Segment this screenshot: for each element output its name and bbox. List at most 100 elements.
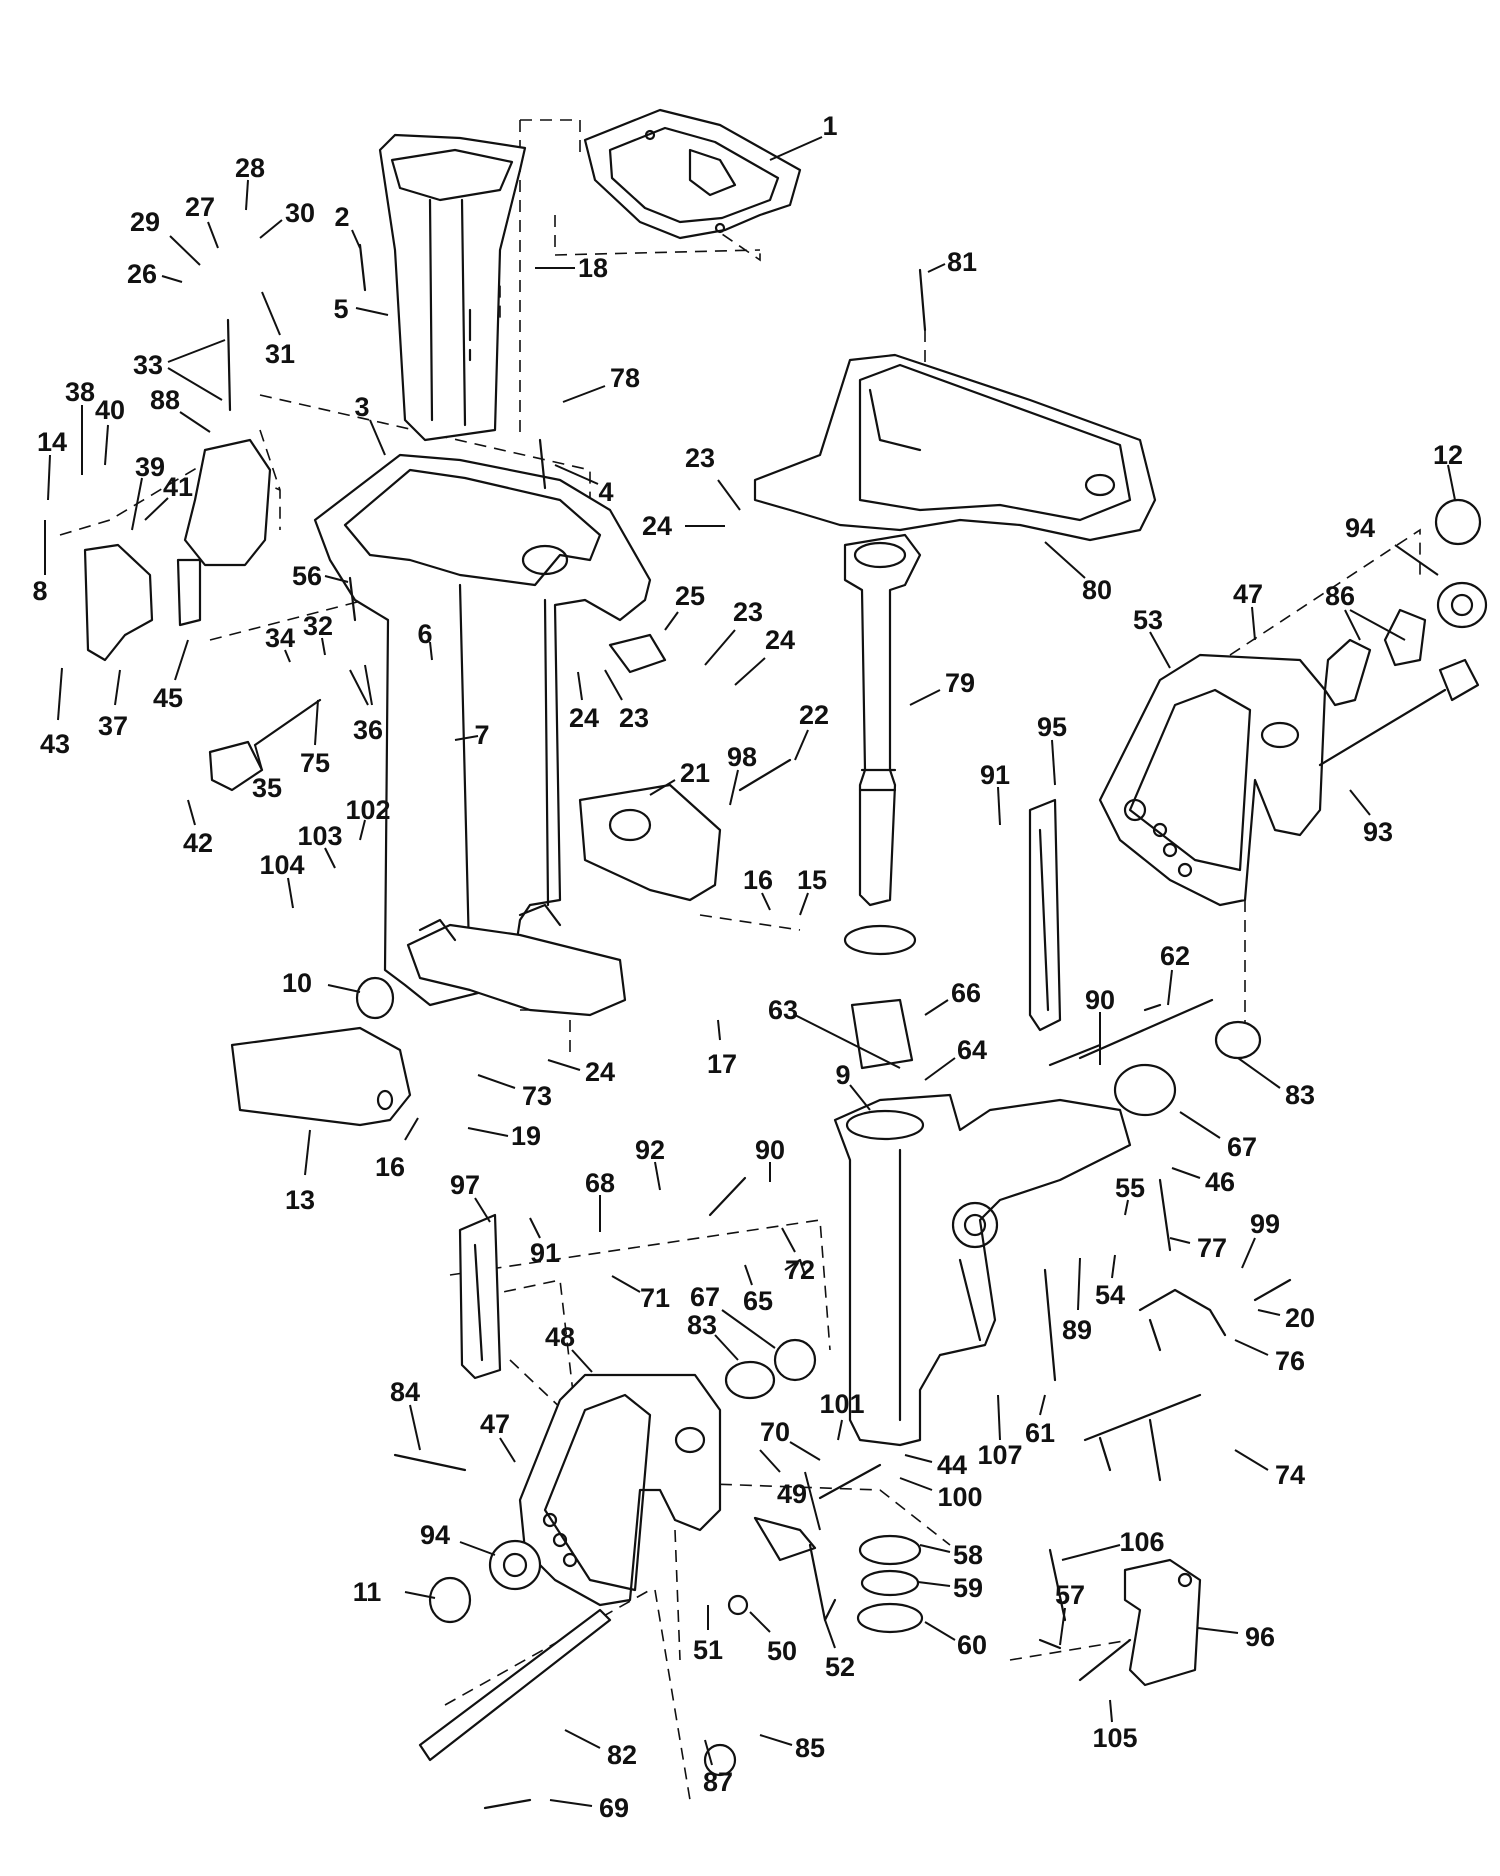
leader-line-64 bbox=[924, 1057, 956, 1081]
leader-line-1 bbox=[769, 136, 823, 161]
callout-77: 77 bbox=[1197, 1233, 1227, 1263]
callout-70: 70 bbox=[760, 1417, 790, 1447]
callout-76: 76 bbox=[1275, 1346, 1305, 1376]
leader-line-77 bbox=[1169, 1237, 1191, 1244]
callout-36: 36 bbox=[353, 715, 383, 745]
part-exhaust-housing bbox=[378, 133, 527, 442]
leader-line-100 bbox=[899, 1477, 933, 1491]
callout-13: 13 bbox=[285, 1185, 315, 1215]
callout-19: 19 bbox=[511, 1121, 541, 1151]
leader-line-106 bbox=[1061, 1544, 1121, 1561]
callout-41: 41 bbox=[163, 472, 193, 502]
callout-43: 43 bbox=[40, 729, 70, 759]
callout-8: 8 bbox=[32, 576, 47, 606]
leader-line-12 bbox=[1447, 464, 1456, 501]
leader-line-48 bbox=[571, 1349, 593, 1373]
callout-88: 88 bbox=[150, 385, 180, 415]
callout-57: 57 bbox=[1055, 1580, 1085, 1610]
callout-52: 52 bbox=[825, 1652, 855, 1682]
leader-line-91 bbox=[529, 1217, 541, 1239]
leader-line-19 bbox=[467, 1127, 509, 1137]
callout-29: 29 bbox=[130, 207, 160, 237]
part-stern-bracket-left bbox=[518, 1373, 722, 1607]
leader-line-37 bbox=[114, 669, 121, 706]
leader-line-4 bbox=[554, 464, 599, 485]
callout-25: 25 bbox=[675, 581, 705, 611]
part-plugs bbox=[355, 976, 472, 1624]
leader-line-44 bbox=[904, 1454, 933, 1463]
part-rings bbox=[724, 924, 1262, 1634]
leader-line-62 bbox=[1167, 969, 1173, 1006]
leader-line-16 bbox=[761, 892, 771, 911]
leader-line-23 bbox=[717, 479, 741, 511]
callout-3: 3 bbox=[354, 392, 369, 422]
leader-line-93 bbox=[1349, 789, 1371, 816]
part-reverse-lock bbox=[1123, 1558, 1202, 1687]
callout-61: 61 bbox=[1025, 1418, 1055, 1448]
callout-24: 24 bbox=[765, 625, 795, 655]
leader-line-69 bbox=[549, 1799, 593, 1807]
leader-line-39 bbox=[131, 477, 143, 531]
leader-line-66 bbox=[924, 999, 949, 1016]
callout-81: 81 bbox=[947, 247, 977, 277]
leader-line-7 bbox=[454, 735, 479, 741]
leader-line-79 bbox=[909, 689, 941, 706]
part-swivel-tube bbox=[843, 533, 922, 907]
part-adapter-housing bbox=[313, 453, 652, 1017]
leader-line-94 bbox=[1394, 544, 1439, 576]
leader-line-31 bbox=[261, 291, 281, 336]
leader-line-74 bbox=[1234, 1449, 1269, 1471]
callout-75: 75 bbox=[300, 748, 330, 778]
alignment-lines bbox=[59, 119, 1421, 1801]
leader-line-2 bbox=[351, 229, 361, 249]
leader-line-56 bbox=[324, 575, 349, 583]
part-bushings bbox=[1323, 608, 1427, 707]
callout-40: 40 bbox=[95, 395, 125, 425]
callout-50: 50 bbox=[767, 1636, 797, 1666]
callout-49: 49 bbox=[777, 1479, 807, 1509]
callout-26: 26 bbox=[127, 259, 157, 289]
callout-labels: 1234567891011121314151616171819202122232… bbox=[32, 111, 1463, 1823]
callout-30: 30 bbox=[285, 198, 315, 228]
callout-68: 68 bbox=[585, 1168, 615, 1198]
callout-58: 58 bbox=[953, 1540, 983, 1570]
leader-line-26 bbox=[161, 275, 183, 283]
callout-84: 84 bbox=[390, 1377, 420, 1407]
callout-9: 9 bbox=[835, 1060, 850, 1090]
callout-60: 60 bbox=[957, 1630, 987, 1660]
leader-line-83 bbox=[1237, 1057, 1281, 1089]
part-fasteners bbox=[226, 243, 1292, 1810]
callout-96: 96 bbox=[1245, 1622, 1275, 1652]
leader-line-75 bbox=[314, 699, 319, 746]
part-stern-bracket-right bbox=[1098, 653, 1327, 907]
callout-85: 85 bbox=[795, 1733, 825, 1763]
leader-line-82 bbox=[564, 1729, 601, 1749]
leader-line-89 bbox=[1077, 1257, 1081, 1311]
leader-line-5 bbox=[355, 307, 389, 316]
leader-line-15 bbox=[799, 892, 809, 916]
leader-line-40 bbox=[104, 424, 109, 466]
part-cover bbox=[230, 1026, 412, 1127]
callout-59: 59 bbox=[953, 1573, 983, 1603]
leader-line-54 bbox=[1111, 1254, 1116, 1279]
leader-line-29 bbox=[169, 235, 201, 266]
leader-line-50 bbox=[749, 1611, 771, 1633]
leader-line-76 bbox=[1234, 1339, 1269, 1356]
leader-line-105 bbox=[1109, 1699, 1113, 1723]
part-upper-bracket bbox=[753, 353, 1157, 542]
callout-33: 33 bbox=[133, 350, 163, 380]
callout-80: 80 bbox=[1082, 575, 1112, 605]
callout-90: 90 bbox=[755, 1135, 785, 1165]
leader-line-67 bbox=[721, 1309, 776, 1349]
callout-67: 67 bbox=[690, 1282, 720, 1312]
leader-line-107 bbox=[997, 1394, 1001, 1441]
leader-line-59 bbox=[917, 1581, 951, 1587]
callout-42: 42 bbox=[183, 828, 213, 858]
callout-83: 83 bbox=[1285, 1080, 1315, 1110]
leader-line-21 bbox=[649, 779, 676, 796]
callout-7: 7 bbox=[474, 720, 489, 750]
callout-97: 97 bbox=[450, 1170, 480, 1200]
callout-86: 86 bbox=[1325, 581, 1355, 611]
leader-line-55 bbox=[1124, 1199, 1129, 1216]
leader-line-83 bbox=[714, 1334, 739, 1361]
